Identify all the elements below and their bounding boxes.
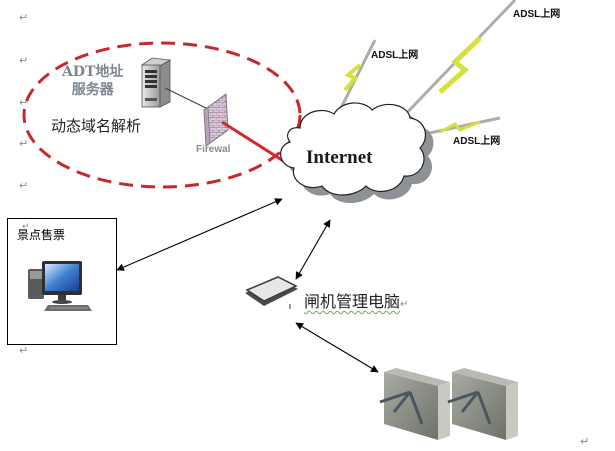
paragraph-mark: ↵ [19,344,29,357]
paragraph-mark: ↵ [400,299,409,310]
ticket-station-box: 景点售票 ↵ [7,218,117,345]
paragraph-mark: ↵ [19,54,29,67]
adsl-label: ADSL上网 [513,9,561,20]
internet-label: Internet [306,147,373,168]
paragraph-mark: ↵ [19,11,29,24]
firewall-label: Firewal [196,144,231,155]
turnstile-icon [447,368,518,440]
adsl-link-2 [398,0,517,122]
paragraph-mark: ↵ [22,222,30,232]
gate-management-pc-label: 闸机管理电脑↵ [304,294,408,310]
desktop-computer-icon [28,261,92,311]
adt-server-icon [140,57,172,108]
gate-management-pc-label-text: 闸机管理电脑 [304,292,401,311]
ddns-zone-boundary [22,41,302,189]
adsl-link-3 [419,116,501,137]
paragraph-mark: ↵ [19,137,29,150]
adsl-label: ADSL上网 [453,136,501,147]
firewall-internet-link [221,120,286,164]
arrow-gate-pc-turnstiles [295,322,379,373]
adt-server-label: ADT地址 服务器 [62,63,123,99]
arrow-ticket-internet [116,198,283,271]
turnstile-icon [379,368,450,440]
server-firewall-link [164,87,211,111]
firewall-icon [203,93,229,147]
paragraph-mark: ↵ [580,435,590,448]
adt-server-label-line1: ADT地址 [62,64,124,80]
paragraph-mark: ↵ [19,96,29,109]
internet-cloud [280,102,427,196]
gate-management-pc-icon [245,276,298,309]
adsl-label: ADSL上网 [371,50,419,61]
paragraph-mark: ↵ [19,179,29,192]
arrow-gate-pc-internet [295,219,331,280]
ticket-station-label: 景点售票 [17,228,66,242]
adt-server-label-line2: 服务器 [71,82,114,98]
ddns-zone-label: 动态域名解析 [51,117,142,135]
